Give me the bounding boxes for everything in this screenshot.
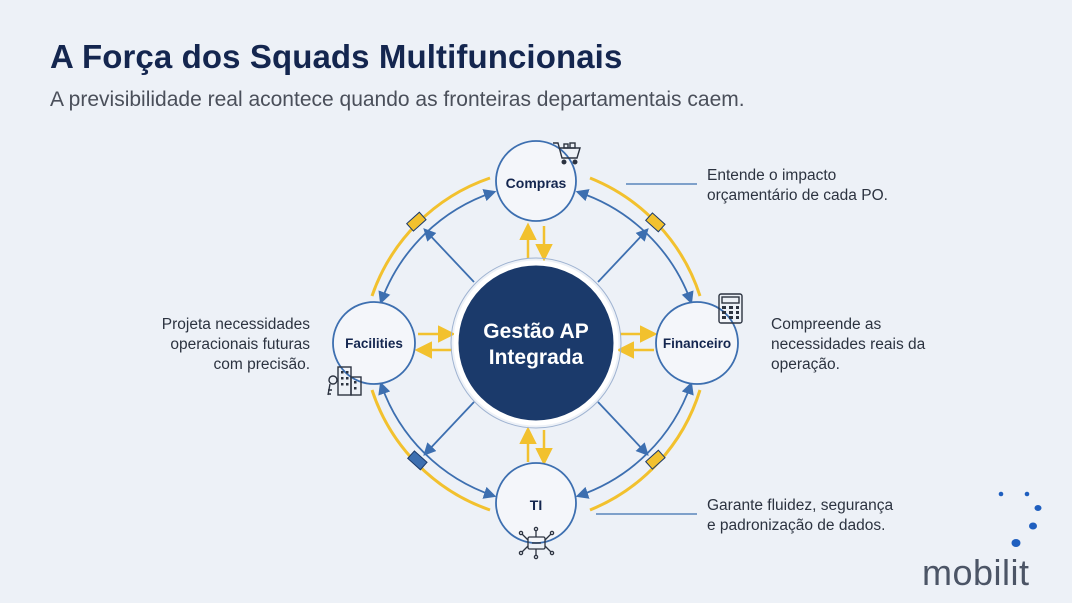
node-facilities-label: Facilities — [345, 336, 403, 351]
node-ti: TI — [495, 462, 577, 544]
desc-financeiro: Compreende as necessidades reais da oper… — [771, 316, 926, 373]
page-subtitle: A previsibilidade real acontece quando a… — [50, 88, 745, 111]
arc-packets — [406, 211, 666, 471]
diagonal-arrows — [423, 228, 649, 456]
page-title: A Força dos Squads Multifuncionais — [50, 38, 623, 75]
circuit-icon — [518, 526, 555, 560]
center-node: Gestão AP Integrada — [450, 257, 622, 429]
leader-lines — [596, 183, 697, 515]
desc-ti: Garante fluidez, segurança e padronizaçã… — [707, 497, 894, 534]
building-key-icon — [327, 366, 362, 396]
desc-compras: Entende o impacto orçamentário de cada P… — [707, 167, 888, 204]
node-compras: Compras — [495, 140, 577, 222]
desc-facilities: Projeta necessidades operacionais futura… — [161, 316, 310, 373]
center-label-line1: Gestão AP — [483, 320, 588, 343]
mobilit-logo: mobilit — [922, 552, 1030, 593]
node-financeiro-label: Financeiro — [663, 336, 731, 351]
logo-dots — [998, 491, 1042, 547]
shopping-cart-icon — [553, 142, 581, 165]
node-facilities: Facilities — [332, 301, 416, 385]
node-compras-label: Compras — [506, 175, 567, 191]
connector-arrows — [414, 222, 658, 466]
calculator-icon — [718, 293, 743, 324]
center-label-line2: Integrada — [489, 346, 584, 369]
node-ti-label: TI — [530, 497, 542, 513]
node-financeiro: Financeiro — [655, 301, 739, 385]
